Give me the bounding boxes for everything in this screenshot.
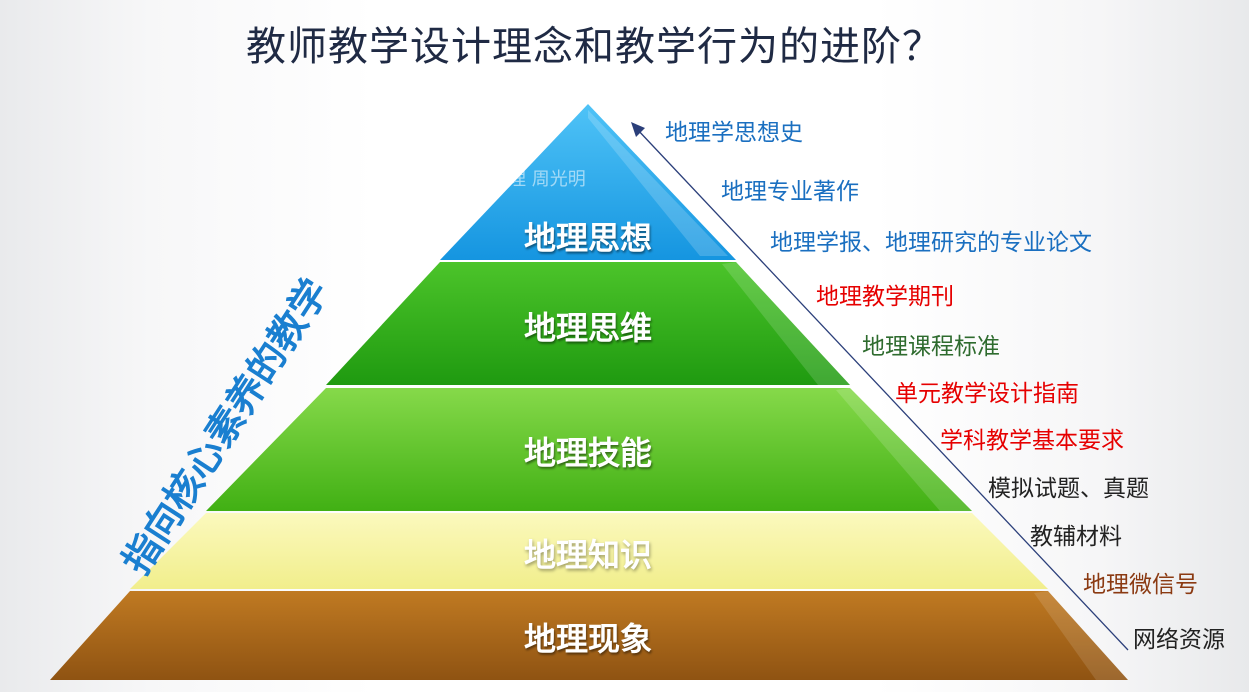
- watermark: 星韵地理 周光明: [454, 169, 586, 190]
- ascending-arrow: [635, 127, 1129, 651]
- layer-label-knowledge: 地理知识: [523, 536, 652, 574]
- layer-label-thinking: 地理思维: [523, 309, 652, 347]
- page-title: 教师教学设计理念和教学行为的进阶？: [246, 24, 943, 70]
- resource-item: 地理教学期刊: [816, 284, 954, 310]
- resource-item: 地理学报、地理研究的专业论文: [770, 230, 1092, 256]
- layer-label-phenomena: 地理现象: [523, 620, 652, 658]
- resource-item: 地理学思想史: [665, 120, 803, 146]
- pyramid-layer-thought: [440, 104, 736, 260]
- resource-item: 模拟试题、真题: [988, 476, 1149, 502]
- arrow-head-icon: [631, 122, 645, 137]
- resource-item: 单元教学设计指南: [895, 381, 1079, 407]
- pyramid-layer-knowledge: [130, 513, 1048, 589]
- resource-item: 学科教学基本要求: [940, 428, 1124, 454]
- pyramid-layer-skills: [206, 388, 972, 511]
- resource-item: 教辅材料: [1030, 524, 1122, 550]
- pyramid-layer-thinking: [326, 262, 850, 385]
- pyramid-layer-phenomena: [50, 591, 1128, 680]
- layer-label-skills: 地理技能: [523, 434, 652, 472]
- layer-label-thought: 地理思想: [523, 219, 652, 257]
- resource-item: 地理课程标准: [862, 334, 1000, 360]
- resource-item: 地理微信号: [1083, 572, 1198, 598]
- resource-item: 地理专业著作: [721, 179, 859, 205]
- resource-item: 网络资源: [1133, 627, 1225, 653]
